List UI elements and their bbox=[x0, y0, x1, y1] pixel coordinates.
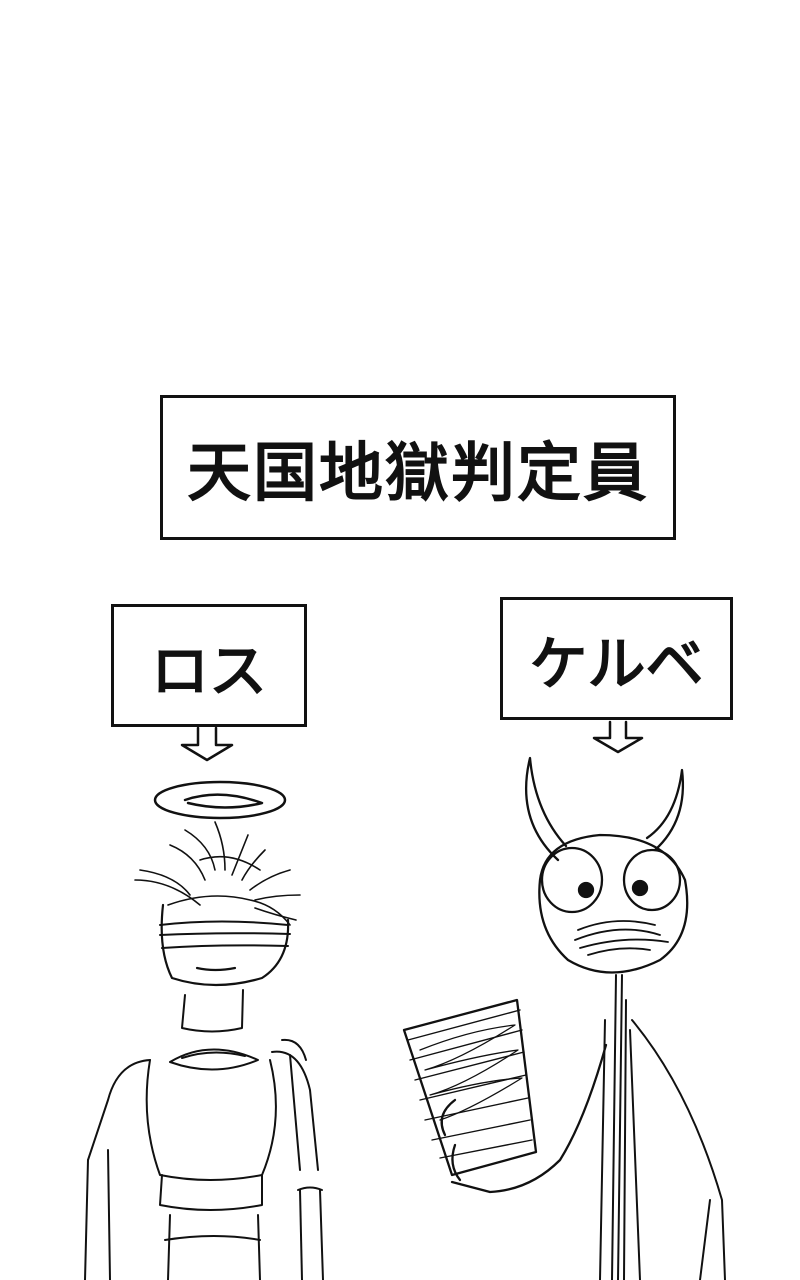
title-box: 天国地獄判定員 bbox=[160, 395, 676, 540]
hair-icon bbox=[134, 821, 301, 926]
arrow-down-icon bbox=[180, 726, 234, 762]
name-label-ross: ロス bbox=[150, 636, 267, 705]
title-text: 天国地獄判定員 bbox=[187, 436, 649, 511]
name-box-kerube: ケルベ bbox=[500, 597, 733, 720]
devil-character-kerube bbox=[402, 756, 726, 1280]
name-label-kerube: ケルベ bbox=[529, 629, 704, 698]
horn-icon bbox=[524, 756, 684, 862]
arrow-down-icon bbox=[592, 720, 644, 754]
eye-icon bbox=[540, 846, 682, 914]
halo-icon bbox=[153, 780, 287, 820]
document-icon bbox=[402, 998, 538, 1177]
name-box-ross: ロス bbox=[111, 604, 307, 727]
angel-character-ross bbox=[84, 780, 324, 1280]
